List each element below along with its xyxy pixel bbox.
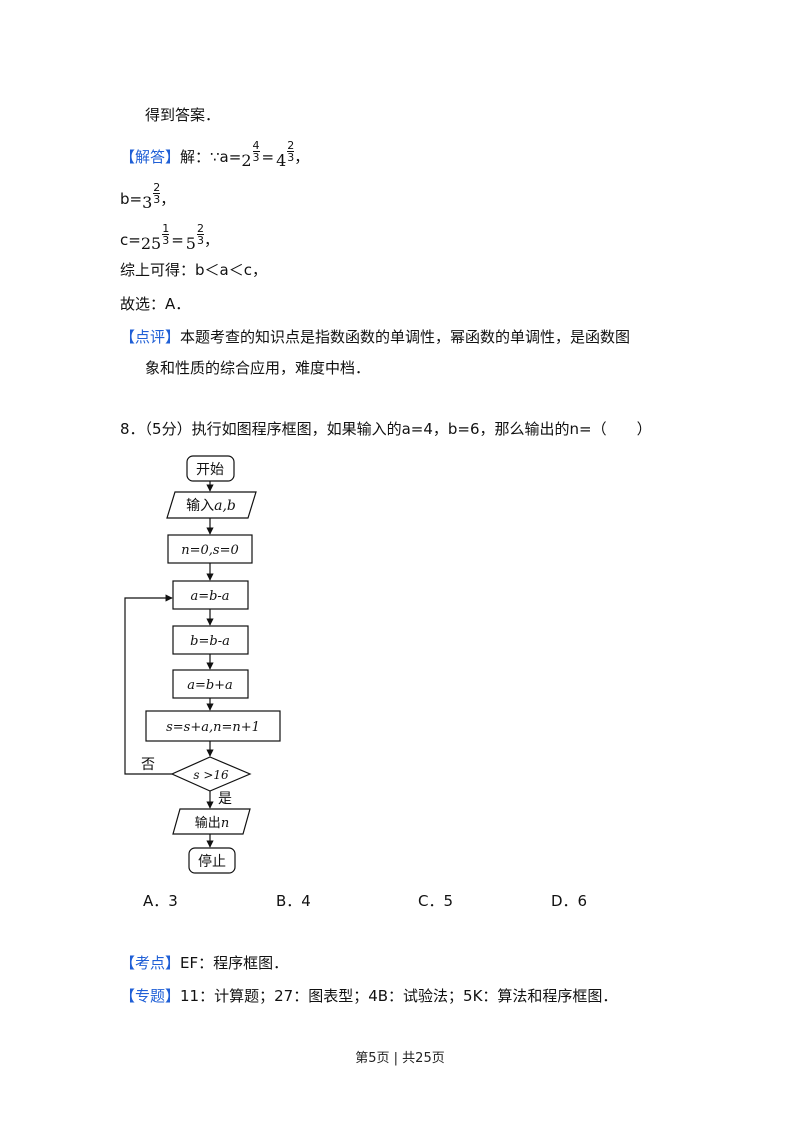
a-comma: ， [294, 148, 310, 166]
c-exp2-den: 3 [196, 234, 204, 247]
b-exp-den: 3 [153, 193, 161, 206]
page-footer: 第5页 | 共25页 [355, 1051, 445, 1066]
kaodian-text: EF：程序框图． [180, 954, 289, 972]
comment-line-1: 【点评】本题考查的知识点是指数函数的单调性，幂函数的单调性，是函数图 [120, 326, 630, 348]
option-d: D．6 [551, 892, 588, 910]
step2-label: b=b-a [190, 634, 230, 649]
kaodian-tag: 【考点】 [120, 954, 181, 972]
stop-terminal [188, 847, 236, 874]
zhuanti-line: 【专题】11：计算题；27：图表型；4B：试验法；5K：算法和程序框图． [120, 985, 617, 1007]
start-label: 开始 [196, 462, 224, 478]
input-vars: a,b [214, 498, 236, 514]
comment-text-1: 本题考查的知识点是指数函数的单调性，幂函数的单调性，是函数图 [180, 328, 631, 346]
a-exp1-den: 3 [252, 151, 260, 164]
b-base: 3 [142, 193, 153, 212]
loop-back-arrow [124, 594, 173, 775]
output-var: n [221, 816, 229, 831]
c-exp2-num: 2 [196, 222, 204, 235]
option-b: B．4 [276, 892, 311, 910]
output-label: 输出n [195, 815, 229, 831]
option-a: A．3 [143, 892, 178, 910]
c-lead: c= [120, 231, 141, 249]
condition-label: s >16 [193, 768, 229, 782]
step4-box [145, 710, 281, 742]
step3-label: a=b+a [187, 678, 233, 693]
b-exp-num: 2 [153, 181, 161, 194]
no-label: 否 [141, 757, 155, 773]
c-comma: ， [203, 231, 219, 249]
output-box [172, 808, 251, 835]
init-label: n=0,s=0 [181, 543, 239, 558]
b-comma: ， [160, 190, 176, 208]
input-box [166, 491, 257, 519]
step4-label: s=s+a,n=n+1 [166, 720, 260, 735]
option-c: C．5 [418, 892, 454, 910]
yes-label: 是 [218, 791, 232, 807]
b-lead: b= [120, 190, 143, 208]
a-equals: = [261, 148, 275, 166]
c-base-1: 25 [140, 234, 162, 253]
a-exp2-den: 3 [287, 151, 295, 164]
answer-tail: 得到答案． [145, 106, 221, 124]
input-label: 输入a,b [186, 498, 236, 514]
zhuanti-text: 11：计算题；27：图表型；4B：试验法；5K：算法和程序框图． [180, 987, 618, 1005]
question-8-text: 8．（5分）执行如图程序框图，如果输入的a=4，b=6，那么输出的n=（ ） [120, 420, 652, 438]
a-base-1: 2 [241, 151, 252, 170]
zhuanti-tag: 【专题】 [120, 987, 181, 1005]
c-base-2: 5 [185, 234, 196, 253]
comment-tag: 【点评】 [120, 328, 181, 346]
input-prefix: 输入 [186, 498, 214, 514]
comment-line-2: 象和性质的综合应用，难度中档． [145, 359, 371, 377]
choice-line: 故选：A． [120, 295, 191, 313]
solution-lead: 解：∵a= [180, 148, 242, 166]
a-exp2-num: 2 [287, 139, 295, 152]
solution-tag: 【解答】 [120, 148, 181, 166]
kaodian-line: 【考点】EF：程序框图． [120, 952, 288, 974]
c-exp1-den: 3 [162, 234, 170, 247]
output-prefix: 输出 [195, 815, 221, 831]
summary-line: 综上可得：b＜a＜c， [120, 261, 267, 279]
c-equals: = [171, 231, 184, 249]
step1-label: a=b-a [190, 589, 229, 604]
stop-label: 停止 [198, 853, 226, 870]
a-exp1-num: 4 [252, 139, 260, 152]
a-base-2: 4 [276, 151, 287, 170]
c-exp1-num: 1 [162, 222, 170, 235]
